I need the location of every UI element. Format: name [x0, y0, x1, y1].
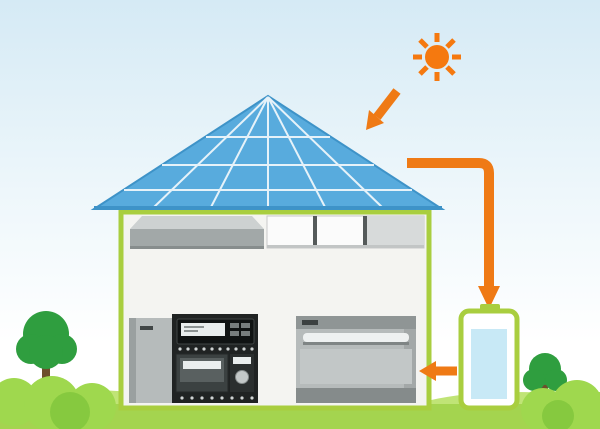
- cabinet-handle: [140, 326, 153, 330]
- window-pane-shaded: [367, 216, 424, 248]
- control-display: [181, 323, 225, 336]
- tree-left: [16, 311, 77, 398]
- range-hood: [130, 216, 264, 249]
- bush-accent: [542, 400, 574, 429]
- bush-left: [0, 376, 116, 429]
- window-sill: [267, 245, 424, 248]
- arrow-head: [419, 361, 436, 381]
- dishwasher-handle: [303, 333, 409, 342]
- control-buttons: [230, 323, 250, 336]
- sun-rays: [413, 33, 461, 81]
- cabinet-body: [129, 318, 172, 403]
- arrow-roof-to-battery: [407, 158, 500, 309]
- bush-right: [521, 380, 600, 429]
- dishwasher-buttons: [302, 320, 318, 325]
- storage-battery: [458, 304, 520, 411]
- display-line: [184, 330, 198, 332]
- sun-icon: [413, 33, 461, 81]
- microwave-display: [183, 361, 221, 369]
- sun-core: [425, 45, 449, 69]
- upper-floor-windows: [266, 215, 425, 249]
- dishwasher-handle-shadow: [303, 342, 409, 345]
- tree-right: [523, 353, 567, 412]
- arrow-shaft: [373, 88, 401, 120]
- arrow-sun-to-roof: [366, 88, 401, 130]
- range-hood-front: [130, 229, 264, 246]
- tree-canopy: [16, 311, 77, 369]
- oven-microwave-unit: [172, 314, 258, 403]
- range-hood-underline: [130, 246, 264, 249]
- bottom-dots-row: [180, 396, 254, 400]
- microwave-knob: [235, 370, 249, 384]
- microwave-small-display: [233, 357, 251, 364]
- range-hood-top: [130, 216, 264, 229]
- window-divider: [313, 216, 317, 248]
- cabinet-edge: [129, 318, 136, 403]
- arrow-head: [478, 286, 500, 309]
- kitchen-cabinet: [129, 318, 172, 403]
- arrow-shaft: [407, 158, 494, 288]
- battery-charge-level: [471, 329, 507, 399]
- solar-panel-roof: [90, 94, 446, 210]
- display-line: [184, 326, 204, 328]
- button-dots-row: [178, 347, 254, 351]
- arrow-head: [366, 110, 384, 130]
- house: [118, 209, 432, 411]
- dishwasher: [296, 316, 416, 403]
- bush-accent: [50, 392, 90, 429]
- dishwasher-front-panel: [300, 349, 412, 384]
- tree-canopy: [523, 353, 567, 391]
- roof-panel-grid: [124, 96, 412, 210]
- window-divider: [363, 216, 367, 248]
- dishwasher-kick-plate: [296, 388, 416, 403]
- arrow-battery-to-appliances: [419, 361, 457, 381]
- dishwasher-control-strip: [296, 316, 416, 329]
